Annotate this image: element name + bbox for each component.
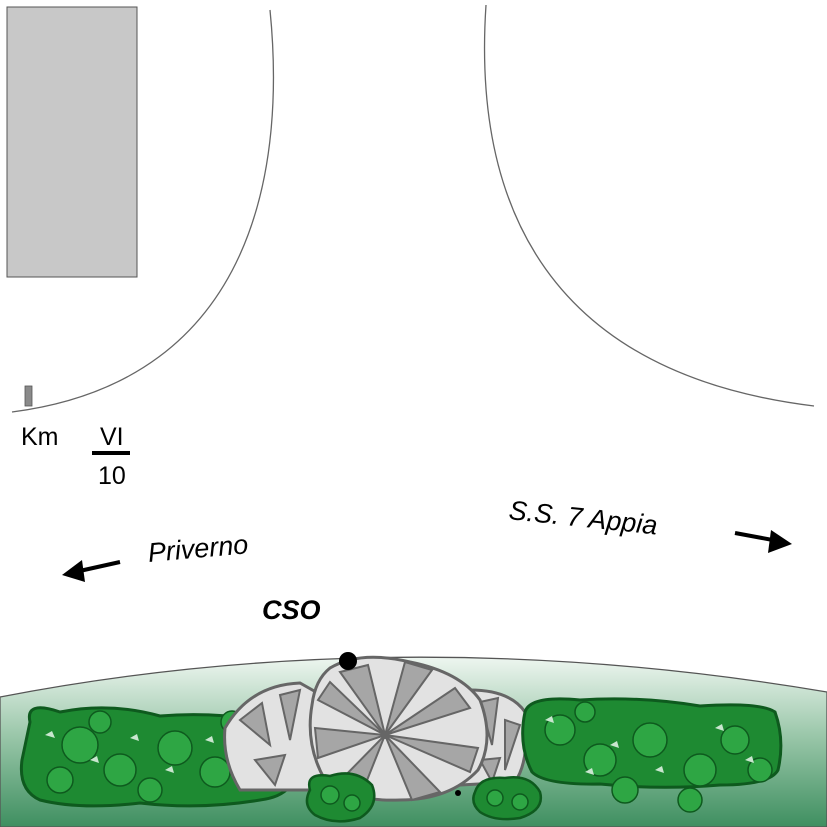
bush-right: [521, 697, 783, 813]
km-number: 10: [98, 462, 126, 490]
km-roman-numeral: VI: [100, 423, 124, 451]
site-dot-icon: [339, 652, 357, 670]
arrow-left-icon: [62, 560, 121, 582]
building: [6, 6, 138, 278]
arrow-right-icon: [734, 530, 792, 553]
site-code-label: CSO: [262, 595, 321, 625]
km-label: Km: [21, 423, 59, 451]
bush-small-left: [305, 772, 376, 823]
road-edge-right: [483, 4, 815, 407]
fraction-bar: [92, 451, 130, 455]
bush-small-right: [472, 776, 543, 821]
road-edge-left: [11, 9, 275, 413]
km-post: [24, 385, 33, 407]
